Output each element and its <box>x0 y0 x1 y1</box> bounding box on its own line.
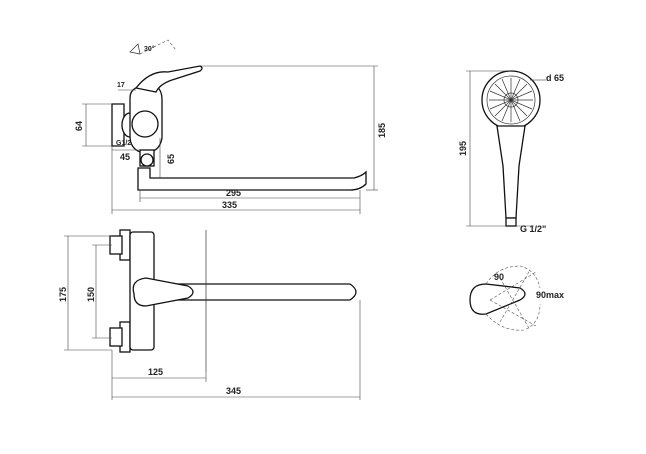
dim-150: 150 <box>86 287 96 302</box>
wall-flange <box>111 103 125 147</box>
dim-125: 125 <box>148 367 163 377</box>
dim-17: 17 <box>117 82 125 89</box>
front-spout <box>153 283 357 301</box>
dim-45: 45 <box>120 152 130 162</box>
lever-arc-upper <box>485 265 541 289</box>
dim-345: 345 <box>226 386 241 396</box>
dim-185: 185 <box>377 123 387 138</box>
dim-195: 195 <box>458 141 468 156</box>
lower-eccentric <box>109 327 123 347</box>
lever-arc-lower <box>485 303 541 331</box>
shower-connector <box>505 217 517 227</box>
front-lever <box>132 277 194 307</box>
dim-65: 65 <box>166 154 176 164</box>
dim-295: 295 <box>226 188 241 198</box>
front-view: 175 150 125 345 <box>58 229 361 400</box>
dim-g12-side: G1/2 <box>116 140 131 147</box>
dim-d65: d 65 <box>546 73 564 83</box>
lever-rotation-arc <box>139 39 177 55</box>
diverter-knob <box>140 153 154 167</box>
side-view: 30° 17 64 G1/2 45 65 185 295 335 <box>74 39 387 214</box>
lever-handle <box>134 65 203 93</box>
lever-top-shape <box>469 283 526 315</box>
dim-90: 90 <box>494 272 504 282</box>
spout <box>137 167 367 191</box>
dim-angle-30: 30° <box>144 45 155 53</box>
lever-top-view: 90 90max <box>469 265 564 331</box>
dim-g12-shower: G 1/2" <box>520 224 546 234</box>
angle-marker-icon <box>129 43 141 55</box>
body-round-cap <box>131 110 159 138</box>
dim-64: 64 <box>74 121 84 131</box>
dim-90max: 90max <box>536 290 564 300</box>
dim-335: 335 <box>222 200 237 210</box>
shower-spray-pattern <box>489 78 533 122</box>
shower-head-view: d 65 195 G 1/2" <box>458 70 564 234</box>
dim-175: 175 <box>58 287 68 302</box>
shower-handle <box>496 125 526 219</box>
